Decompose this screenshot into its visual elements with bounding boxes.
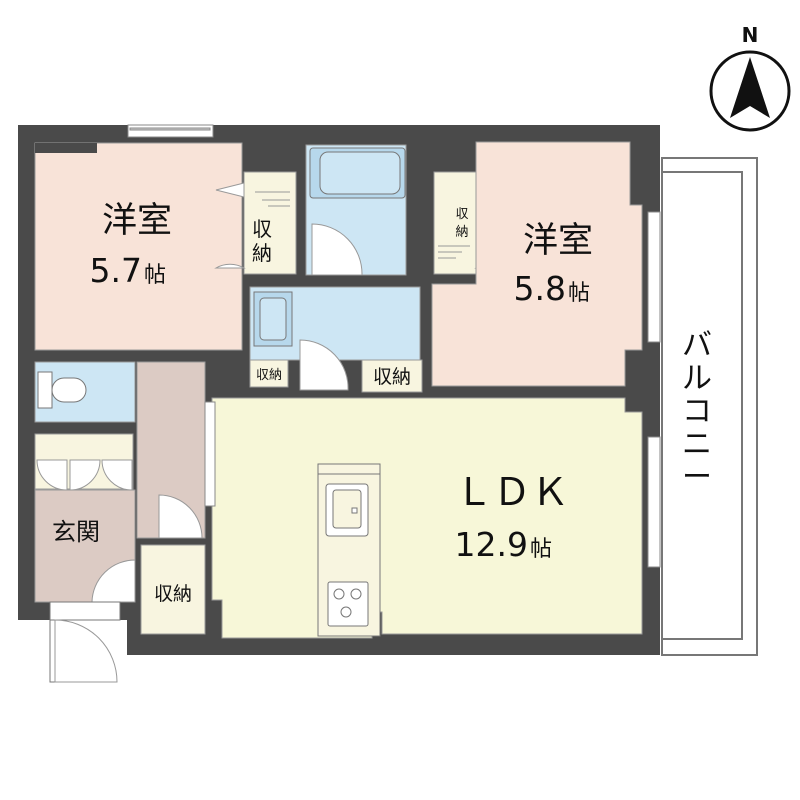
closet-left (243, 171, 297, 275)
closet-right (433, 171, 477, 275)
bath-door-swing (311, 223, 363, 276)
western-room-right (431, 141, 643, 387)
ldk-unit: 帖 (530, 537, 552, 562)
north-arrow: N (709, 23, 791, 132)
western-left-unit: 帖 (144, 263, 166, 288)
western-left-size: 5.7 (90, 251, 142, 290)
western-room-left (34, 142, 243, 351)
closet-small-right-label: 収納 (373, 366, 411, 388)
entrance-closet-label: 収納 (154, 583, 192, 605)
western-right-size: 5.8 (514, 269, 566, 308)
ldk-name: ＬＤＫ (455, 470, 569, 514)
closet-small-left-label: 収納 (256, 368, 282, 383)
closet-small-left (249, 359, 289, 388)
svg-text:コ: コ (682, 394, 712, 429)
western-right-name: 洋室 (523, 221, 593, 261)
svg-text:ー: ー (682, 460, 712, 495)
closet-left-label-1: 収 (252, 217, 272, 241)
closet-right-label-1: 収 (455, 207, 468, 222)
north-label: N (742, 23, 759, 47)
closet-left-door-swing (214, 263, 246, 269)
shoe-storage-doors (36, 459, 133, 491)
kitchen-counter (317, 463, 381, 637)
washbasin (259, 297, 287, 341)
entrance-closet (140, 544, 206, 635)
balcony (661, 157, 758, 656)
svg-text:バ: バ (682, 328, 712, 363)
hallway-door-swing (158, 494, 203, 539)
compass-needle (730, 57, 770, 118)
ldk-sliding-door (204, 401, 216, 507)
toilet-tank (37, 371, 53, 409)
western-right-unit: 帖 (568, 281, 590, 306)
bathtub-inner (319, 151, 401, 195)
closet-left-label-2: 納 (252, 241, 272, 265)
western-left-name: 洋室 (102, 201, 172, 241)
svg-text:ニ: ニ (682, 427, 712, 462)
closet-right-lines (438, 245, 470, 259)
closet-right-label-2: 納 (455, 225, 468, 240)
front-door (49, 601, 121, 683)
western-room-left-jog (35, 143, 97, 153)
toilet-bowl (51, 377, 87, 403)
ldk (211, 397, 643, 639)
svg-text:ル: ル (682, 361, 712, 396)
washroom-door-swing (299, 339, 349, 391)
closet-left-arrow (215, 182, 245, 198)
windows (127, 124, 661, 568)
entrance-label: 玄関 (52, 518, 100, 546)
closet-left-lines (255, 191, 290, 207)
closet-small-right (361, 359, 423, 393)
ldk-size: 12.9 (455, 525, 528, 564)
balcony-label: バ ル コ ニ ー (682, 328, 712, 495)
